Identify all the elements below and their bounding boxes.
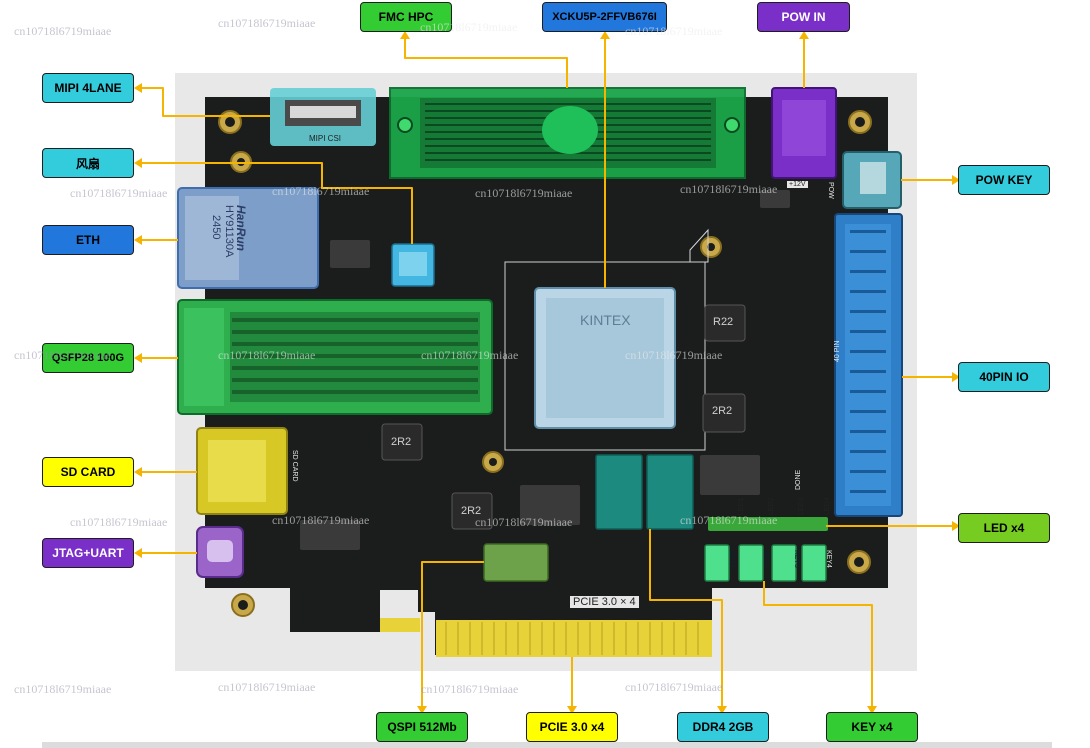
watermark: cn10718l6719miaae (421, 682, 519, 696)
watermark: cn10718l6719miaae (625, 348, 723, 362)
connector-line (421, 561, 484, 712)
label-eth: ETH (42, 225, 134, 255)
key-silk-3: KEY3 (793, 550, 800, 568)
label-pow-key: POW KEY (958, 165, 1050, 195)
watermark: cn10718l6719miaae (625, 680, 723, 694)
mipi-silk: MIPI CSI (309, 134, 342, 143)
watermark: cn10718l6719miaae (680, 182, 778, 196)
watermark: cn10718l6719miaae (680, 513, 778, 527)
eth-brand: HanRun (234, 205, 248, 251)
inductor (381, 423, 423, 461)
pin40-silk: 40 PIN (834, 340, 841, 362)
label-jtag: JTAG+UART (42, 538, 134, 568)
key-silk-2: KEY2 (762, 550, 769, 568)
key-button (738, 544, 764, 582)
watermark: cn10718l6719miaae (14, 348, 112, 362)
watermark: cn10718l6719miaae (272, 184, 370, 198)
label-ddr: DDR4 2GB (677, 712, 769, 742)
pow-silk: POW (827, 182, 834, 199)
watermark: cn10718l6719miaae (14, 682, 112, 696)
key-silk-1: KEY1 (728, 550, 735, 568)
label-40pin: 40PIN IO (958, 362, 1050, 392)
qspi-chip (483, 543, 549, 582)
key-button (704, 544, 730, 582)
inductor-2r2-label: 2R2 (391, 436, 412, 448)
watermark: cn10718l6719miaae (218, 348, 316, 362)
key-silk-4: KEY4 (825, 550, 832, 568)
inductor (451, 492, 493, 530)
label-fan: 风扇 (42, 148, 134, 178)
watermark: cn10718l6719miaae (475, 515, 573, 529)
led-silk-3: LED3 (798, 497, 805, 515)
label-fpga: XCKU5P-2FFVB676I (542, 2, 667, 32)
watermark: cn10718l6719miaae (421, 348, 519, 362)
label-pow-in: POW IN (757, 2, 850, 32)
watermark: cn10718l6719miaae (420, 20, 518, 34)
watermark: cn10718l6719miaae (475, 186, 573, 200)
key-button (801, 544, 827, 582)
v12-silk: +12V (787, 181, 808, 188)
connector-line (763, 581, 873, 712)
ddr-chip (646, 454, 694, 530)
inductor-r22-label: R22 (713, 316, 734, 328)
label-fmc: FMC HPC (360, 2, 452, 32)
eth-part: HY91130A (223, 205, 235, 258)
done-silk: DONE (795, 469, 802, 490)
connector-line (649, 529, 723, 712)
watermark: cn10718l6719miaae (14, 24, 112, 38)
pcie-fingers (436, 620, 712, 657)
label-sd: SD CARD (42, 457, 134, 487)
label-qspi: QSPI 512Mb (376, 712, 468, 742)
eth-code: 2450 (210, 215, 222, 240)
inductor-2r2-label: 2R2 (712, 405, 733, 417)
label-led: LED x4 (958, 513, 1050, 543)
pcie-silk: PCIE 3.0 × 4 (570, 596, 639, 608)
led-silk-4: LED4 (824, 497, 831, 515)
label-pcie: PCIE 3.0 x4 (526, 712, 618, 742)
label-key: KEY x4 (826, 712, 918, 742)
label-qsfp: QSFP28 100G (42, 343, 134, 373)
ddr-chip (595, 454, 643, 530)
watermark: cn10718l6719miaae (70, 515, 168, 529)
connector-line (136, 87, 270, 117)
inductor (704, 304, 746, 342)
connector-line (404, 33, 568, 88)
inductor-2r2-label: 2R2 (461, 505, 482, 517)
watermark: cn10718l6719miaae (218, 16, 316, 30)
watermark: cn10718l6719miaae (218, 680, 316, 694)
fpga-brand: KINTEX (580, 312, 631, 328)
watermark: cn10718l6719miaae (625, 24, 723, 38)
watermark: cn10718l6719miaae (272, 513, 370, 527)
label-mipi: MIPI 4LANE (42, 73, 134, 103)
watermark: cn10718l6719miaae (70, 186, 168, 200)
inductor (702, 393, 746, 433)
led-strip (708, 517, 828, 531)
key-button (771, 544, 797, 582)
sd-silk: SD CARD (291, 450, 298, 482)
connector-line (136, 162, 413, 244)
